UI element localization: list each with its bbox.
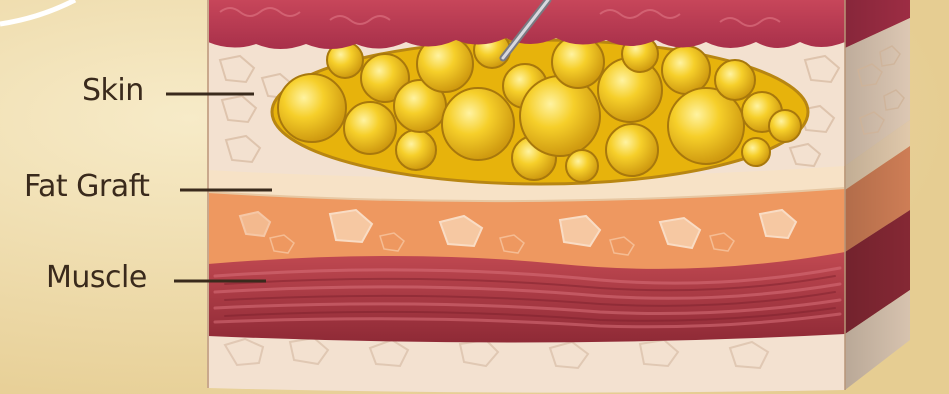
label-fat-graft: Fat Graft (24, 172, 149, 202)
tissue-block-side (845, 0, 910, 390)
tissue-block-front (208, 0, 845, 393)
side-shade (845, 0, 910, 390)
label-muscle: Muscle (46, 263, 147, 293)
label-skin: Skin (82, 76, 144, 106)
